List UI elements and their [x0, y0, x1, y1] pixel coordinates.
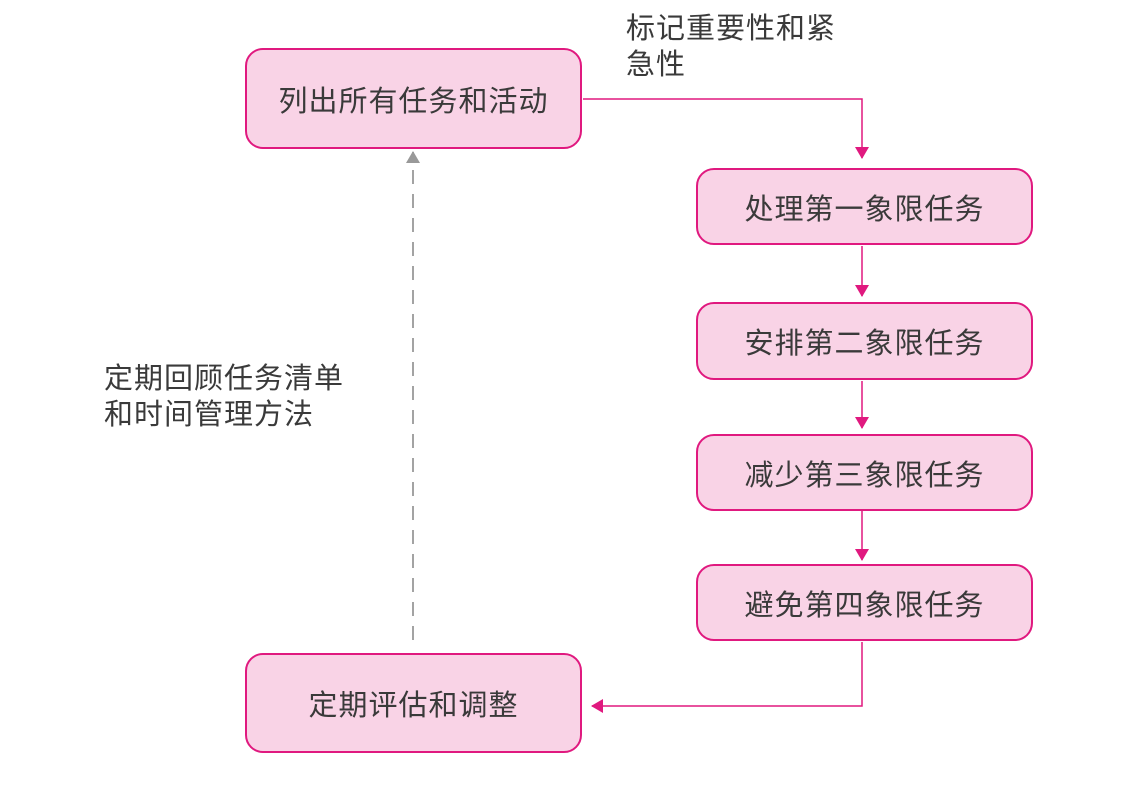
node-evaluate: 定期评估和调整 [245, 653, 582, 753]
node-quadrant-1: 处理第一象限任务 [696, 168, 1033, 245]
edge-list-to-q1 [583, 98, 869, 159]
node-quadrant-2: 安排第二象限任务 [696, 302, 1033, 380]
edge-label-mark-line-1: 标记重要性和紧 [626, 11, 837, 45]
node-quadrant-4: 避免第四象限任务 [696, 564, 1033, 641]
node-quadrant-2-text: 安排第二象限任务 [744, 326, 985, 360]
node-quadrant-4-text: 避免第四象限任务 [744, 587, 985, 622]
node-list-tasks-text: 列出所有任务和活动 [278, 83, 549, 118]
node-quadrant-3: 减少第三象限任务 [696, 434, 1033, 511]
node-quadrant-3-text: 减少第三象限任务 [744, 457, 985, 492]
edge-label-mark-line-2: 急性 [626, 47, 687, 81]
edge-label-review: 定期回顾任务清单 和时间管理方法 [104, 360, 344, 432]
edge-label-mark-priority: 标记重要性和紧 急性 [626, 10, 836, 82]
node-evaluate-text: 定期评估和调整 [308, 688, 519, 722]
edge-label-review-line-2: 和时间管理方法 [104, 397, 315, 431]
node-list-tasks: 列出所有任务和活动 [245, 48, 582, 149]
edge-label-review-line-1: 定期回顾任务清单 [104, 361, 345, 395]
node-quadrant-1-text: 处理第一象限任务 [744, 191, 985, 226]
edge-q4-to-eval [591, 642, 863, 713]
